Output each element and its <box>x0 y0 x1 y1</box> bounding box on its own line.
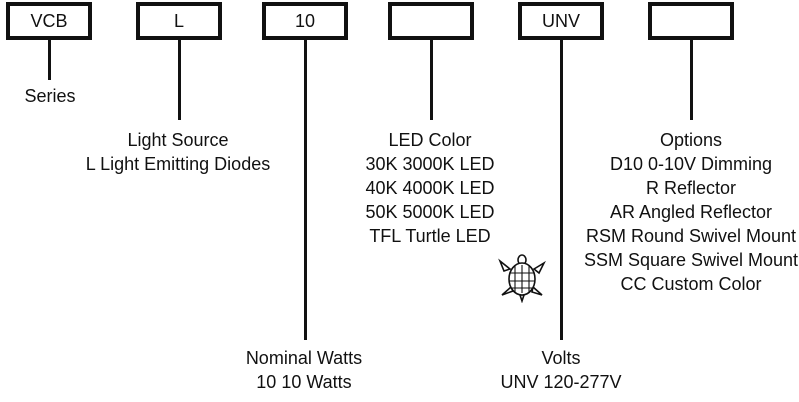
light-source-connector <box>178 40 181 120</box>
light-source-item: L Light Emitting Diodes <box>85 154 271 174</box>
volts-connector <box>560 40 563 340</box>
watts-connector <box>304 40 307 340</box>
options-item: CC Custom Color <box>620 274 762 294</box>
nominal-watts-title: Nominal Watts <box>245 348 363 368</box>
led-color-item: 40K 4000K LED <box>365 178 495 198</box>
options-box <box>648 2 734 40</box>
series-title: Series <box>24 86 76 106</box>
options-connector <box>690 40 693 120</box>
nominal-watts-item: 10 10 Watts <box>256 372 352 392</box>
nominal-watts-label: Nominal Watts 10 10 Watts <box>214 346 394 394</box>
light-source-box-value: L <box>173 10 184 31</box>
watts-box: 10 <box>262 2 348 40</box>
series-label: Series <box>10 84 90 108</box>
turtle-icon <box>498 254 546 303</box>
volts-label: Volts UNV 120-277V <box>481 346 641 394</box>
options-item: AR Angled Reflector <box>609 202 773 222</box>
volts-box-value: UNV <box>541 10 580 31</box>
options-item: R Reflector <box>645 178 737 198</box>
led-color-label: LED Color 30K 3000K LED 40K 4000K LED 50… <box>355 128 505 248</box>
volts-title: Volts <box>541 348 581 368</box>
led-color-box <box>388 2 474 40</box>
light-source-label: Light Source L Light Emitting Diodes <box>78 128 278 176</box>
options-label: Options D10 0-10V Dimming R Reflector AR… <box>576 128 799 296</box>
led-color-title: LED Color <box>388 130 472 150</box>
volts-item: UNV 120-277V <box>500 372 622 392</box>
light-source-box: L <box>136 2 222 40</box>
options-item: RSM Round Swivel Mount <box>585 226 797 246</box>
options-title: Options <box>659 130 723 150</box>
series-box-value: VCB <box>30 10 68 31</box>
watts-box-value: 10 <box>294 10 316 31</box>
light-source-title: Light Source <box>127 130 229 150</box>
volts-box: UNV <box>518 2 604 40</box>
options-item: SSM Square Swivel Mount <box>583 250 799 270</box>
led-color-item: 30K 3000K LED <box>365 154 495 174</box>
options-item: D10 0-10V Dimming <box>609 154 773 174</box>
led-color-item: 50K 5000K LED <box>365 202 495 222</box>
series-box: VCB <box>6 2 92 40</box>
series-connector <box>48 40 51 80</box>
led-color-item: TFL Turtle LED <box>369 226 491 246</box>
led-color-connector <box>430 40 433 120</box>
